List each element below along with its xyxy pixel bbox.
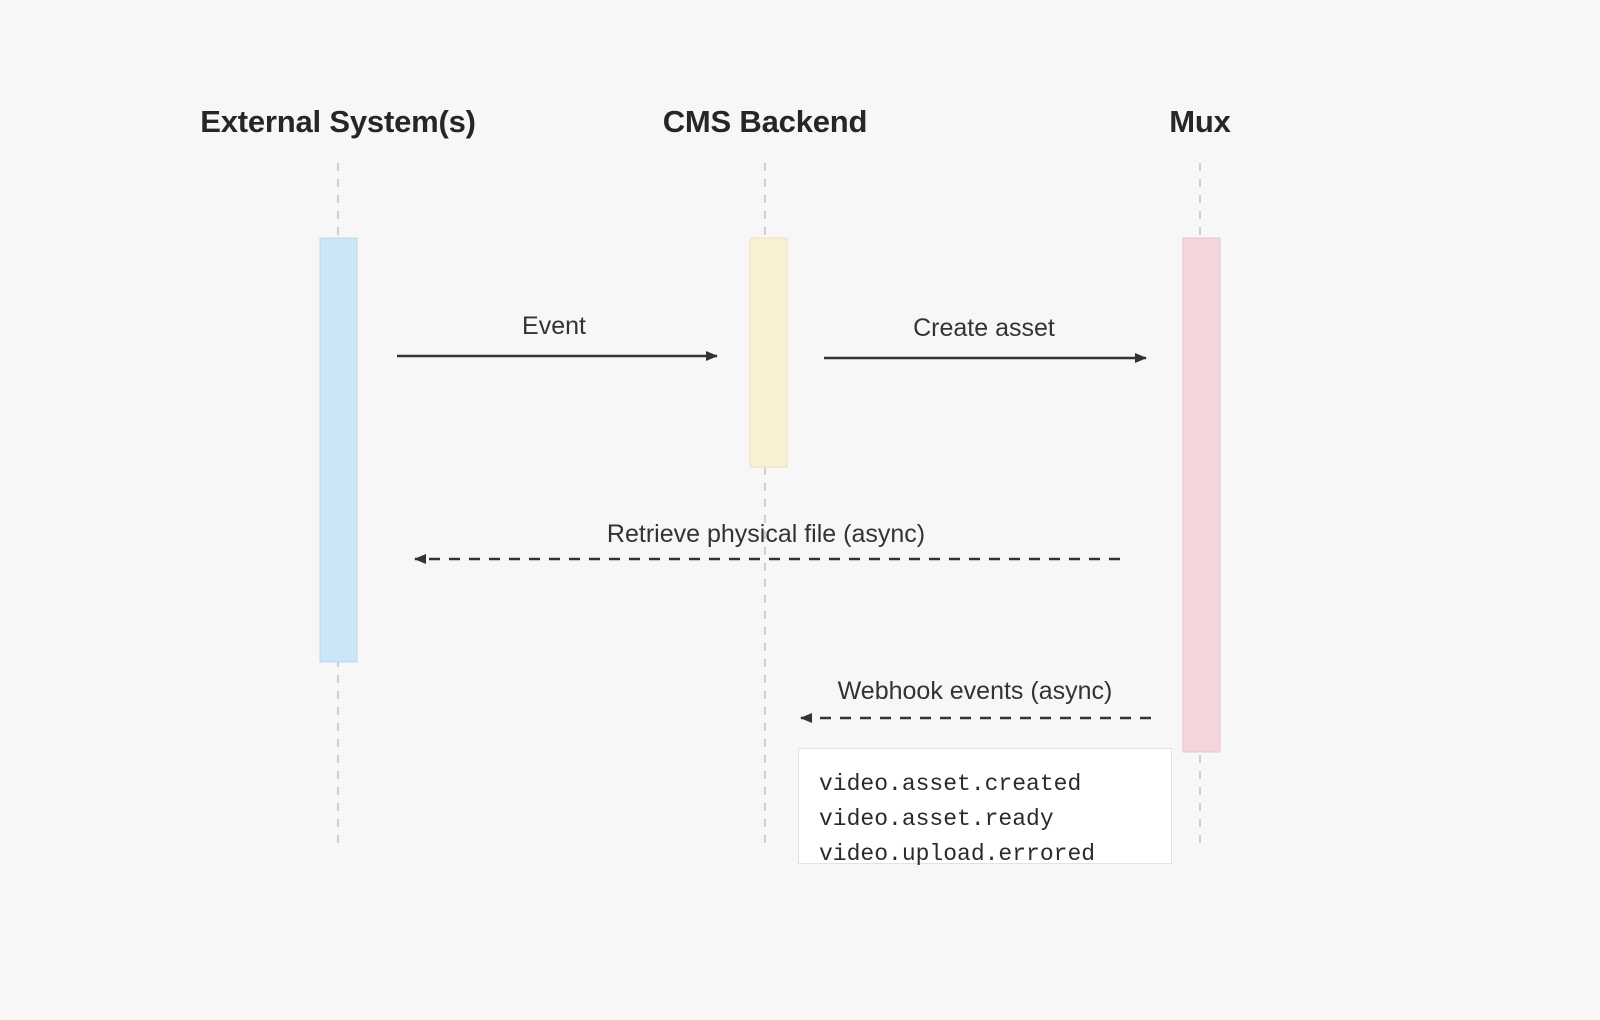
note-line: video.asset.created <box>819 771 1082 797</box>
message-label-webhook-events: Webhook events (async) <box>837 677 1113 705</box>
participant-label-mux: Mux <box>1169 104 1231 139</box>
activation-bar-mux <box>1182 237 1221 753</box>
participant-label-cms-backend: CMS Backend <box>662 104 868 139</box>
message-arrows <box>397 351 1151 723</box>
activation-bars <box>319 237 1221 753</box>
message-label-retrieve-physical-file: Retrieve physical file (async) <box>606 520 926 548</box>
message-label-create-asset: Create asset <box>913 314 1055 342</box>
message-label-event: Event <box>522 312 586 340</box>
activation-bar-cms-backend <box>749 237 788 468</box>
note-line: video.upload.errored <box>819 841 1096 867</box>
activation-bar-external-system <box>319 237 358 663</box>
note-line: video.asset.ready <box>819 806 1054 832</box>
note-webhook-event-names: video.asset.created video.asset.ready vi… <box>798 748 1172 867</box>
participant-label-external-system: External System(s) <box>200 104 476 139</box>
